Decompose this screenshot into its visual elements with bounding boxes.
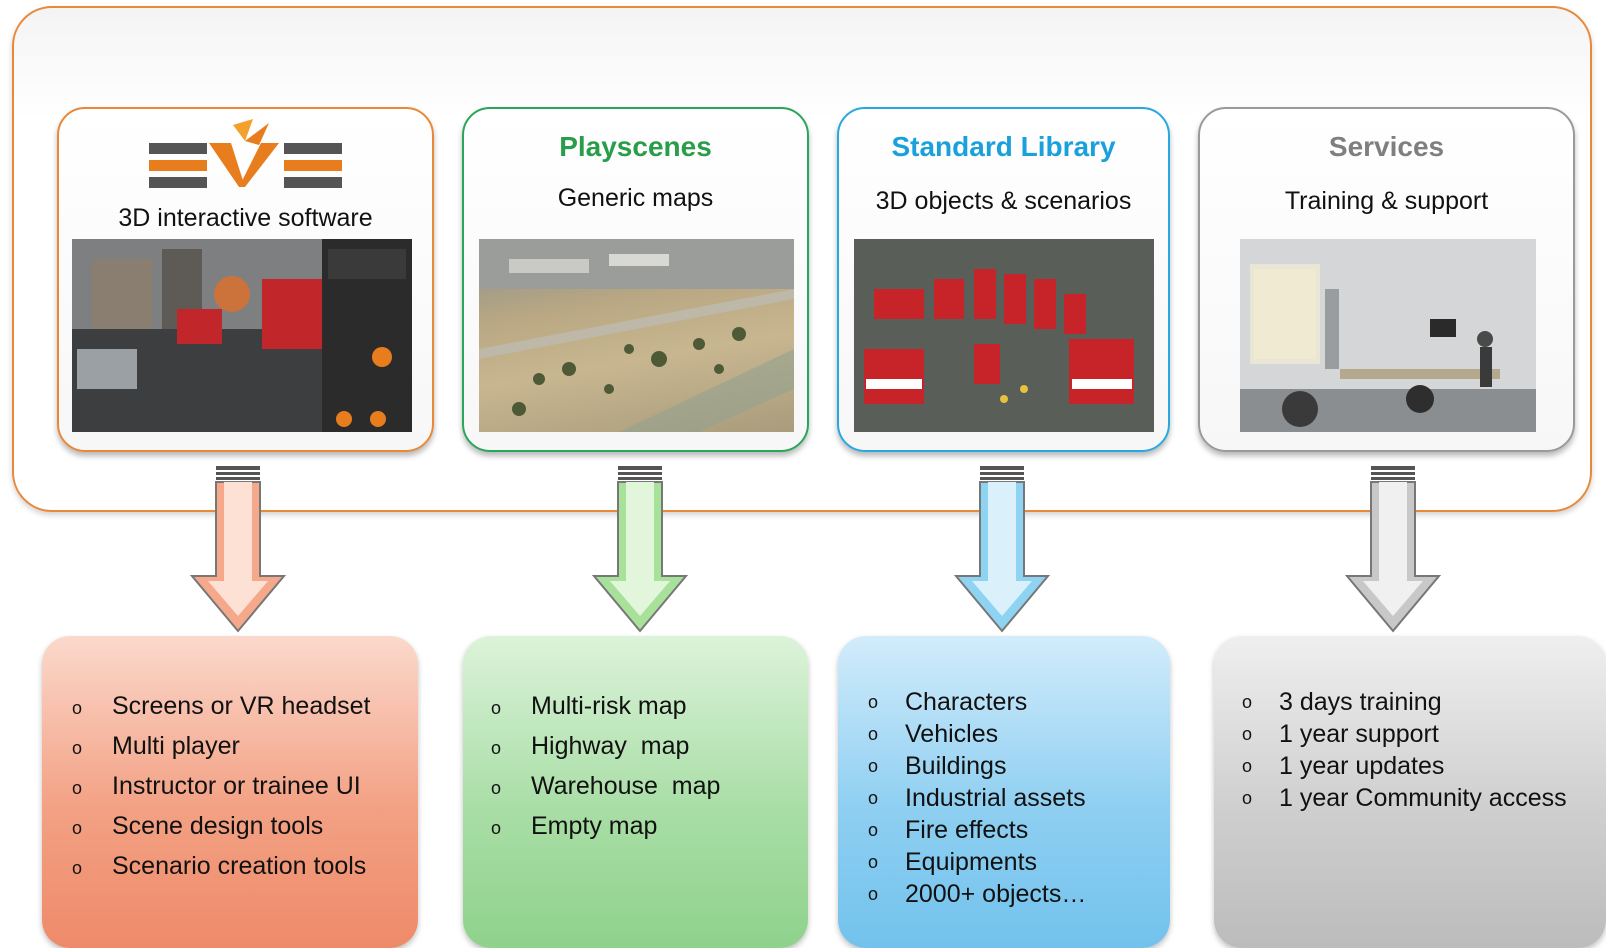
down-arrow-software xyxy=(189,466,287,633)
services-title: Services xyxy=(1328,131,1445,162)
standard-library-card: Standard Library 3D objects & scenarios xyxy=(837,107,1170,452)
down-arrow-standard-library xyxy=(953,466,1051,633)
services-card: Services Training & support xyxy=(1198,107,1575,452)
evo-logo xyxy=(149,119,342,188)
down-arrow-services xyxy=(1344,466,1442,633)
standard-library-title: Standard Library xyxy=(891,131,1116,162)
aerial-terrain-map-image xyxy=(479,239,794,432)
standard-library-subtitle: 3D objects & scenarios xyxy=(875,187,1132,215)
playscenes-title: Playscenes xyxy=(559,131,712,162)
fire-rescue-simulation-image xyxy=(72,239,412,432)
software-subtitle: 3D interactive software xyxy=(118,204,373,232)
fire-vehicles-library-image xyxy=(854,239,1154,432)
playscenes-subtitle: Generic maps xyxy=(557,184,714,212)
training-room-photo xyxy=(1240,239,1536,432)
down-arrow-playscenes xyxy=(591,466,689,633)
playscenes-card: Playscenes Generic maps xyxy=(462,107,809,452)
software-card: 3D interactive software xyxy=(57,107,434,452)
services-subtitle: Training & support xyxy=(1284,187,1489,215)
